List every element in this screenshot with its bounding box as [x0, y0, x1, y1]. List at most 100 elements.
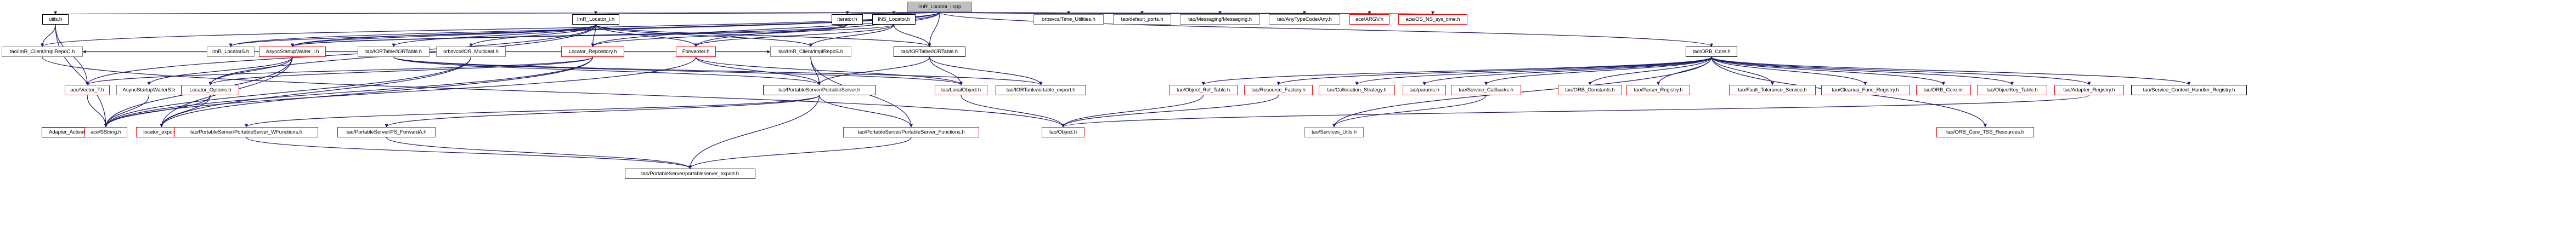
graph-edge — [694, 24, 895, 47]
graph-node[interactable]: tao/Object_Ref_Table.h — [1169, 85, 1238, 95]
graph-edge — [55, 24, 108, 128]
graph-node[interactable]: tao/params.h — [1403, 85, 1446, 95]
graph-edge — [1711, 56, 2191, 85]
graph-edge — [1588, 56, 1712, 85]
graph-node[interactable]: tao/ImR_Client/ImplRepoS.h — [770, 47, 851, 57]
graph-edge — [1711, 56, 1867, 85]
graph-node[interactable]: tao/Adapter_Registry.h — [2054, 85, 2124, 95]
graph-node[interactable]: Iterator.h — [832, 14, 863, 25]
graph-node[interactable]: tao/Cleanup_Func_Registry.h — [1821, 85, 1910, 95]
graph-node[interactable]: utils.h — [42, 14, 69, 25]
graph-edge — [245, 95, 820, 128]
graph-node[interactable]: tao/ORB_Core.inl — [1916, 85, 1971, 95]
graph-edge — [1711, 56, 1774, 85]
graph-node[interactable]: Forwarder.h — [676, 47, 716, 57]
graph-edge — [41, 11, 940, 47]
graph-node[interactable]: tao/Messaging/Messaging.h — [1180, 14, 1260, 25]
graph-edge — [291, 24, 895, 47]
graph-node[interactable]: tao/Services_Utils.h — [1304, 127, 1364, 137]
graph-node[interactable]: ace/ARGV.h — [1349, 14, 1389, 25]
graph-edge — [1657, 56, 1712, 85]
graph-node[interactable]: tao/Service_Callbacks.h — [1451, 85, 1521, 95]
graph-node[interactable]: Locator_Repository.h — [561, 47, 624, 57]
graph-node[interactable]: tao/ORB_Constants.h — [1558, 85, 1622, 95]
graph-node[interactable]: ace/SString.h — [84, 127, 127, 137]
graph-edge — [104, 95, 150, 128]
graph-node[interactable]: ImR_Locator_i.cpp — [907, 2, 972, 12]
graph-node[interactable]: tao/Resource_Factory.h — [1244, 85, 1313, 95]
graph-node[interactable]: AsyncStartupWaiterS.h — [116, 85, 182, 95]
graph-edge — [1711, 56, 2091, 85]
graph-edge — [147, 56, 293, 85]
graph-edge — [817, 56, 930, 85]
graph-node[interactable]: ace/Vector_T.h — [65, 85, 110, 95]
graph-edge — [893, 24, 931, 47]
graph-edge — [595, 24, 931, 47]
graph-edge — [104, 95, 211, 128]
graph-edge — [818, 95, 913, 128]
graph-node[interactable]: tao/PortableServer/portableserver_export… — [625, 169, 755, 179]
graph-edge — [1061, 95, 2090, 128]
graph-node[interactable]: orbsvcs/IOR_Multicast.h — [436, 47, 506, 57]
graph-edge — [246, 137, 692, 169]
graph-edge — [160, 95, 211, 128]
graph-edge — [1061, 95, 1204, 128]
graph-edge — [961, 95, 1065, 128]
graph-edge — [929, 56, 963, 85]
graph-edge — [1332, 95, 1487, 128]
graph-node[interactable]: locator_export.h — [136, 127, 187, 137]
graph-node[interactable]: tao/ImR_Client/ImplRepoC.h — [2, 47, 83, 57]
graph-node[interactable]: ace/OS_NS_sys_time.h — [1398, 14, 1467, 25]
graph-node[interactable]: tao/PortableServer/PortableServer_WFunct… — [174, 127, 318, 137]
graph-node[interactable]: AsyncStartupWaiter_i.h — [259, 47, 326, 57]
graph-node[interactable]: tao/IORTable/IORTable.h — [894, 47, 965, 57]
graph-node[interactable]: INS_Locator.h — [872, 14, 916, 25]
graph-edge — [595, 24, 812, 47]
graph-node[interactable]: tao/PortableServer/PortableServer.h — [763, 85, 875, 95]
graph-edge — [469, 24, 596, 47]
graph-node[interactable]: tao/IORTable/IORTable.h — [358, 47, 430, 57]
graph-edge — [688, 137, 912, 169]
graph-node[interactable]: tao/PortableServer/PS_ForwardA.h — [337, 127, 436, 137]
graph-node[interactable]: tao/Fault_Tolerance_Service.h — [1729, 85, 1816, 95]
graph-edge — [591, 24, 848, 47]
graph-node[interactable]: orbsvcs/Time_Utilities.h — [1033, 14, 1104, 25]
graph-node[interactable]: Locator_Options.h — [182, 85, 239, 95]
graph-node[interactable]: tao/Parser_Registry.h — [1626, 85, 1690, 95]
graph-node[interactable]: tao/Collocation_Strategy.h — [1319, 85, 1395, 95]
graph-edge — [393, 56, 821, 85]
graph-edge — [1484, 56, 1712, 85]
graph-edge — [87, 95, 108, 128]
graph-edge — [1355, 56, 1712, 85]
graph-node[interactable]: tao/AnyTypeCode/Any.h — [1269, 14, 1340, 25]
graph-node[interactable]: ImR_Locator_i.h — [572, 14, 619, 25]
graph-node[interactable]: tao/IORTable/iortable_export.h — [996, 85, 1086, 95]
graph-edge — [393, 56, 1043, 85]
graph-edge — [810, 56, 821, 85]
graph-node[interactable]: tao/LocalObject.h — [935, 85, 987, 95]
graph-node[interactable]: tao/ObjectKey_Table.h — [1977, 85, 2047, 95]
graph-node[interactable]: tao/ORB_Core.h — [1686, 47, 1737, 57]
graph-node[interactable]: tao/Object.h — [1042, 127, 1084, 137]
graph-edge — [393, 56, 963, 85]
graph-edge — [1061, 95, 1279, 128]
graph-edge — [86, 24, 596, 85]
graph-node[interactable]: tao/default_ports.h — [1113, 14, 1171, 25]
graph-node[interactable]: tao/PortableServer/PortableServer_Functi… — [843, 127, 979, 137]
graph-edge — [291, 24, 596, 47]
graph-node[interactable]: tao/Service_Context_Handler_Registry.h — [2131, 85, 2247, 95]
graph-edge — [385, 95, 820, 128]
graph-edge — [386, 137, 692, 169]
graph-edge — [229, 24, 596, 47]
graph-edge — [291, 24, 848, 47]
graph-edge — [695, 56, 963, 85]
graph-edge — [41, 24, 56, 47]
graph-edge — [688, 95, 820, 169]
graph-edge — [208, 56, 594, 85]
graph-edge — [1422, 56, 1712, 85]
graph-node[interactable]: tao/ORB_Core_TSS_Resources.h — [1936, 127, 2034, 137]
graph-node[interactable]: ImR_LocatorS.h — [207, 47, 255, 57]
graph-edge — [1276, 56, 1712, 85]
graph-edge — [208, 56, 293, 85]
